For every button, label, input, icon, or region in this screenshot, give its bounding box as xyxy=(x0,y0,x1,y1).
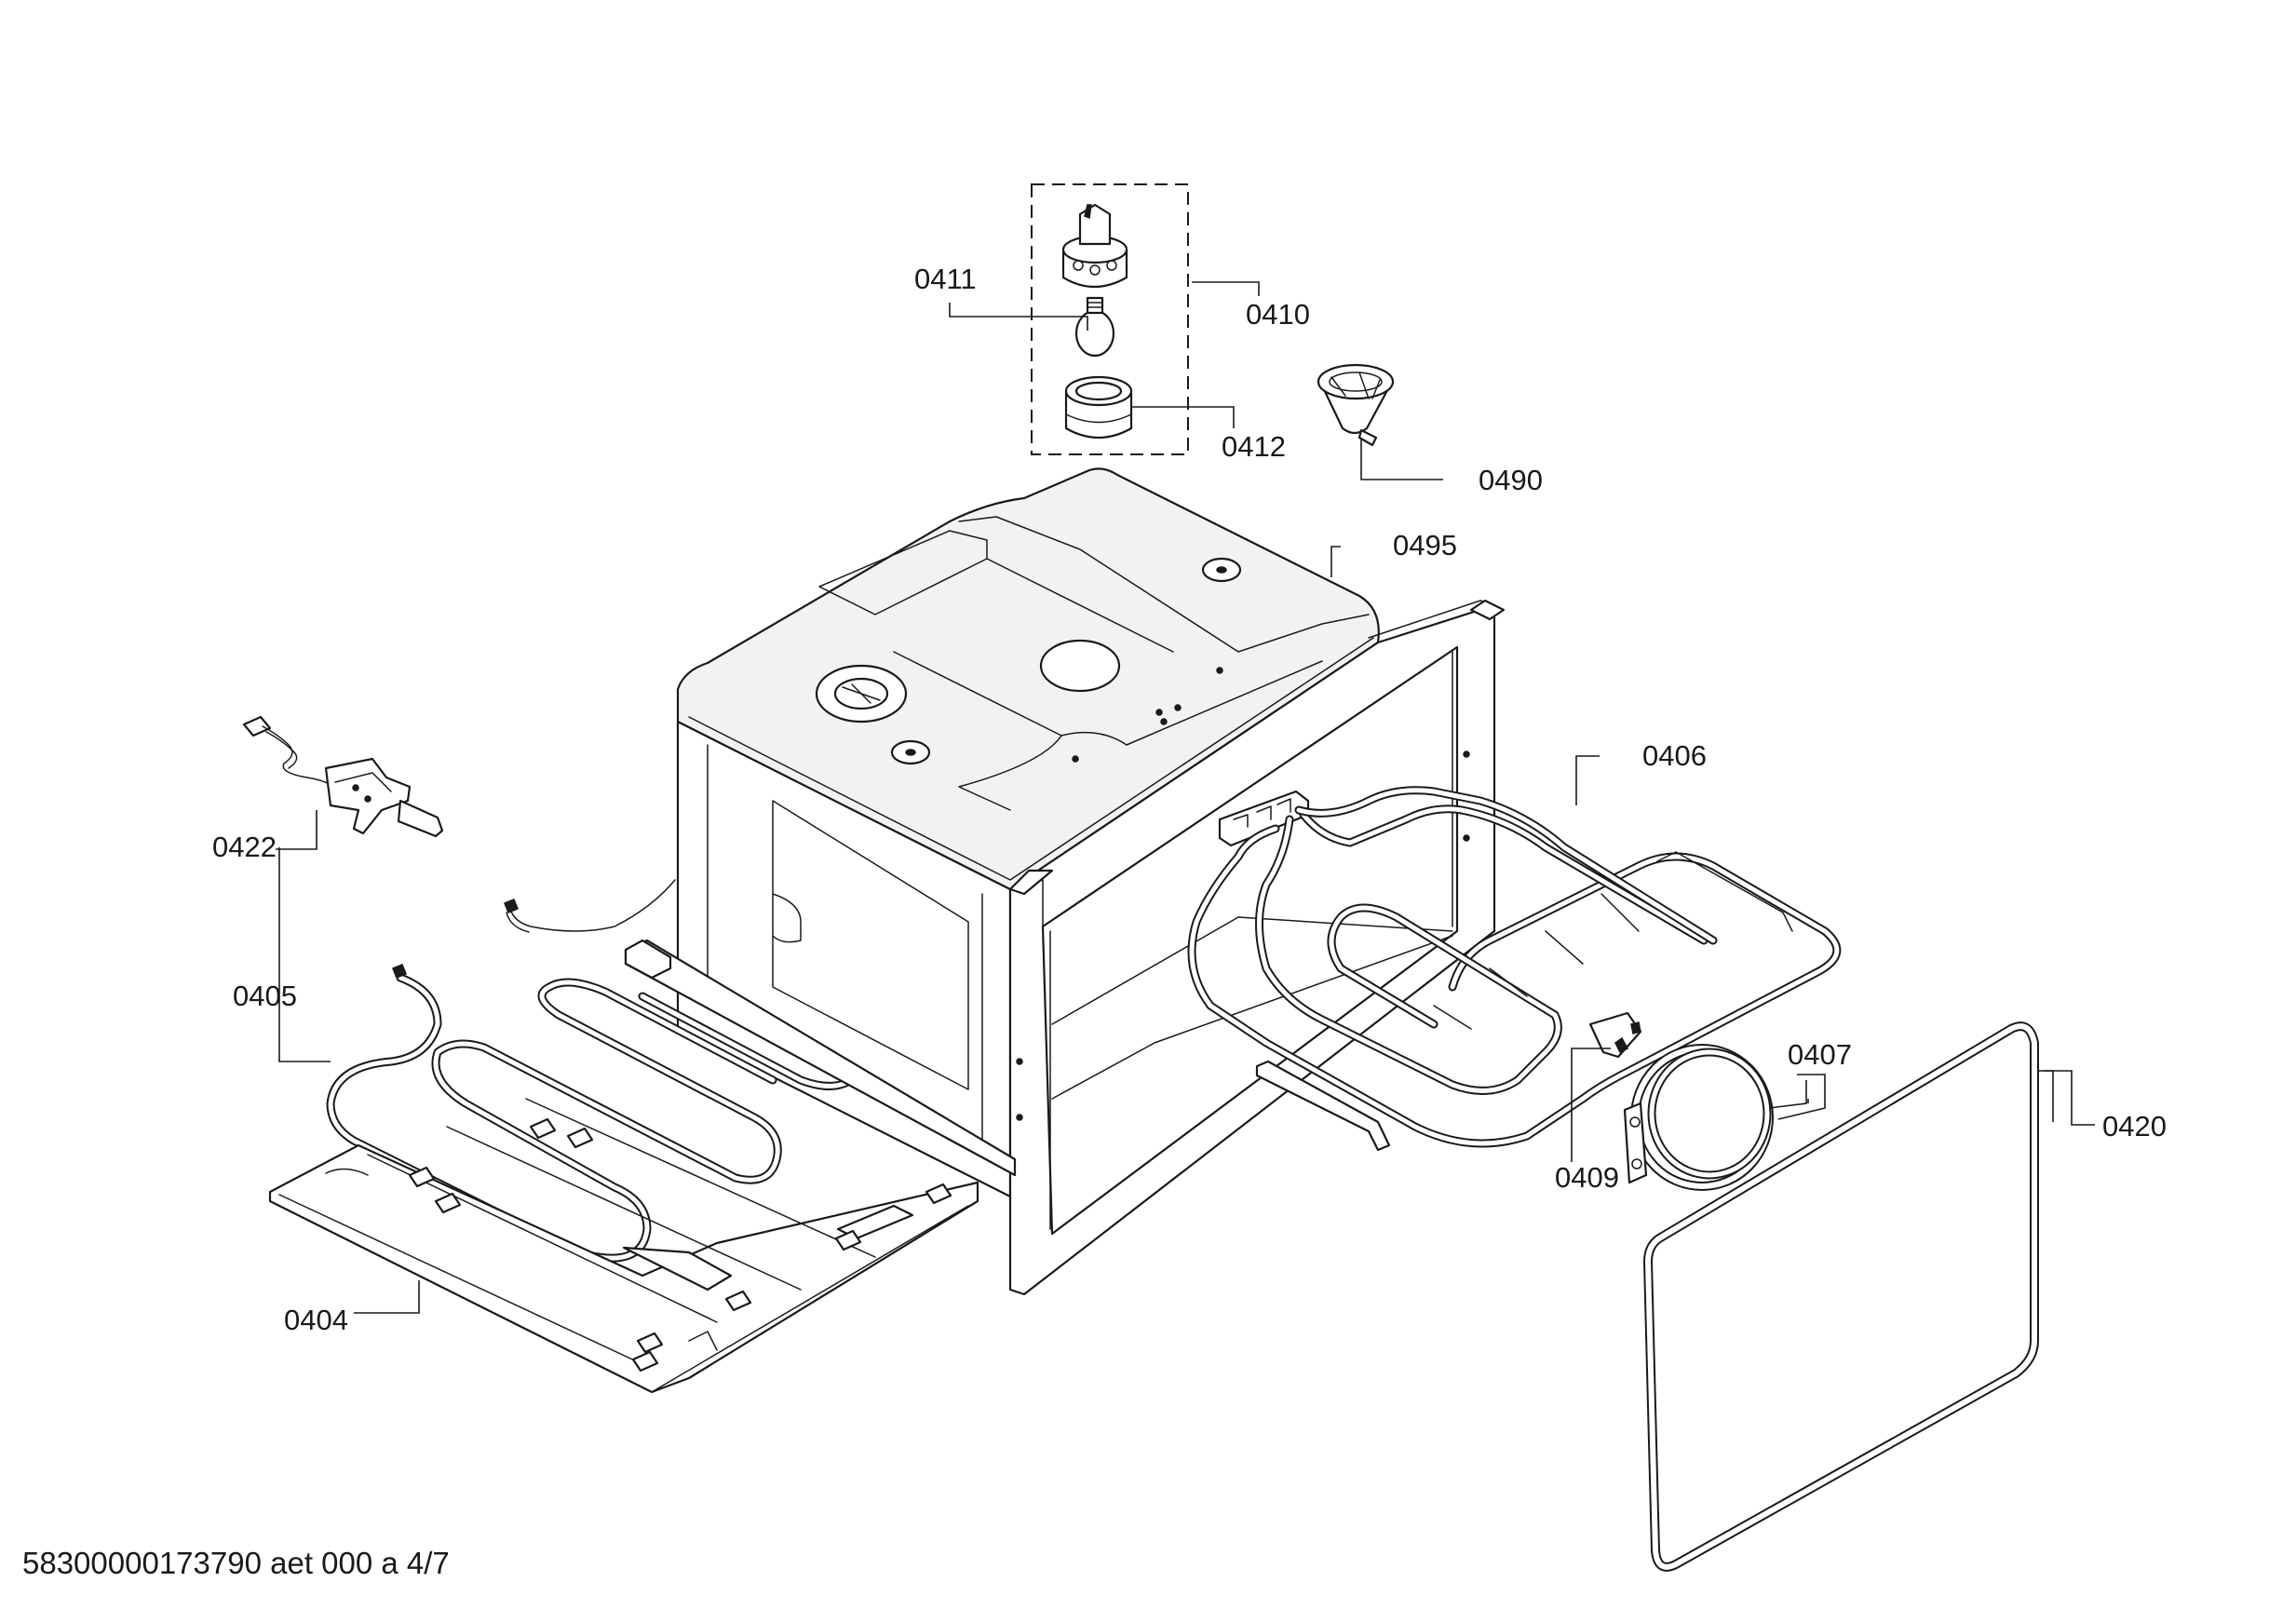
label-0404: 0404 xyxy=(284,1304,348,1336)
part-labels: 0411 0410 0412 0490 0495 0406 0422 0405 … xyxy=(212,263,2167,1336)
grill-heating-element-0406 xyxy=(1187,786,1842,1152)
label-0420: 0420 xyxy=(2102,1110,2167,1143)
label-0490: 0490 xyxy=(1479,464,1543,496)
label-0412: 0412 xyxy=(1222,430,1286,463)
bottom-heating-element-0405 xyxy=(326,879,1017,1263)
oven-cavity xyxy=(676,467,1506,1296)
lamp-cover-0490 xyxy=(1317,363,1395,447)
label-0422: 0422 xyxy=(212,831,277,863)
leader-0407 xyxy=(1777,1074,1826,1120)
label-0405: 0405 xyxy=(233,980,297,1012)
label-0409: 0409 xyxy=(1555,1161,1619,1194)
temperature-sensor-0422 xyxy=(242,715,444,838)
label-0411: 0411 xyxy=(914,263,977,295)
drawing-reference-number: 58300000173790 aet 000 a 4/7 xyxy=(22,1546,450,1580)
door-gasket-0420 xyxy=(1643,1021,2039,1572)
label-0410: 0410 xyxy=(1246,298,1310,331)
label-0495: 0495 xyxy=(1393,529,1457,561)
leader-lines xyxy=(276,281,2054,1314)
ring-heating-element-0407 xyxy=(1623,1044,1774,1191)
leader-0420 xyxy=(2044,1070,2095,1126)
label-0407: 0407 xyxy=(1788,1038,1852,1071)
bottom-tray-0404 xyxy=(268,1098,979,1394)
bracket-0409 xyxy=(1588,1011,1642,1059)
label-0406: 0406 xyxy=(1642,739,1707,772)
lamp-assembly xyxy=(1031,183,1189,455)
